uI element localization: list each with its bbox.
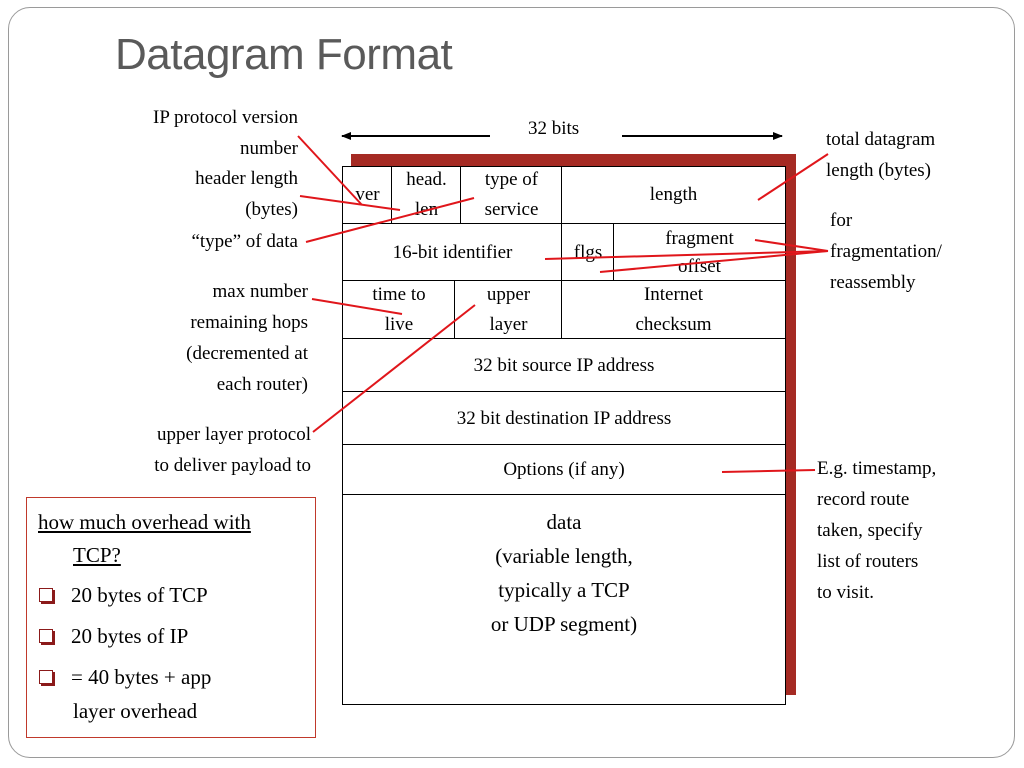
field-options: Options (if any) bbox=[342, 444, 786, 496]
field-data-line2: (variable length, bbox=[495, 544, 633, 568]
overhead-box: how much overhead with TCP? 20 bytes of … bbox=[26, 497, 316, 738]
field-checksum-line1: Internet bbox=[643, 284, 704, 305]
slide-title: Datagram Format bbox=[115, 30, 453, 79]
field-destination-ip: 32 bit destination IP address bbox=[342, 391, 786, 446]
annotation-options-note-line4: list of routers bbox=[817, 551, 919, 572]
annotation-ip-version-line2: number bbox=[239, 138, 298, 159]
field-source-ip-label: 32 bit source IP address bbox=[473, 354, 655, 376]
field-time-to-live: time to live bbox=[342, 280, 456, 340]
overhead-item-total-text: = 40 bytes + app bbox=[71, 665, 212, 689]
field-checksum: Internet checksum bbox=[561, 280, 786, 340]
field-upper-line2: layer bbox=[489, 314, 528, 335]
overhead-item-total-cont: layer overhead bbox=[73, 699, 198, 723]
annotation-ip-version-line1: IP protocol version bbox=[153, 107, 298, 128]
annotation-options-note-line1: E.g. timestamp, bbox=[817, 458, 937, 479]
annotation-max-hops-line2: remaining hops bbox=[190, 312, 308, 333]
field-data: data (variable length, typically a TCP o… bbox=[342, 494, 786, 705]
field-identifier-label: 16-bit identifier bbox=[392, 241, 513, 263]
annotation-header-length: header length (bytes) bbox=[195, 163, 298, 225]
annotation-max-hops-line3: (decremented at bbox=[186, 343, 308, 364]
annotation-options-note-line3: taken, specify bbox=[817, 520, 923, 541]
square-bullet-icon bbox=[39, 670, 53, 684]
field-header-length-line1: head. bbox=[406, 169, 447, 190]
overhead-item-tcp-text: 20 bytes of TCP bbox=[71, 583, 208, 607]
field-version-label: ver bbox=[355, 184, 380, 205]
field-checksum-line2: checksum bbox=[635, 314, 712, 335]
square-bullet-icon bbox=[39, 588, 53, 602]
annotation-total-length: total datagram length (bytes) bbox=[826, 124, 935, 186]
field-tos-line1: type of bbox=[484, 169, 539, 190]
annotation-options-note-line2: record route bbox=[817, 489, 910, 510]
bits-width-label: 32 bits bbox=[528, 118, 580, 139]
field-ttl-line1: time to bbox=[372, 284, 426, 305]
overhead-heading-line1: how much overhead with bbox=[38, 510, 251, 534]
field-version: ver bbox=[342, 166, 393, 224]
annotation-upper-protocol-line2: to deliver payload to bbox=[154, 455, 311, 476]
square-bullet-icon bbox=[39, 629, 53, 643]
field-data-line3: typically a TCP bbox=[498, 578, 630, 602]
annotation-max-hops-line4: each router) bbox=[216, 374, 308, 395]
field-flags-label: flgs bbox=[573, 241, 603, 263]
annotation-type-of-data-line1: “type” of data bbox=[191, 231, 298, 252]
annotation-header-length-line2: (bytes) bbox=[245, 199, 298, 220]
annotation-fragmentation-line3: reassembly bbox=[830, 272, 916, 293]
field-header-length-line2: len bbox=[414, 199, 439, 220]
annotation-upper-protocol: upper layer protocol to deliver payload … bbox=[154, 419, 311, 481]
overhead-item-total: = 40 bytes + app bbox=[39, 661, 211, 694]
field-type-of-service: type of service bbox=[460, 166, 563, 224]
annotation-total-length-line1: total datagram bbox=[826, 129, 936, 150]
annotation-options-note: E.g. timestamp, record route taken, spec… bbox=[817, 453, 936, 608]
annotation-max-hops-line1: max number bbox=[212, 281, 308, 302]
annotation-upper-protocol-line1: upper layer protocol bbox=[156, 424, 311, 445]
field-length-label: length bbox=[649, 184, 698, 205]
field-options-label: Options (if any) bbox=[503, 459, 625, 480]
field-data-line4: or UDP segment) bbox=[490, 612, 638, 636]
annotation-header-length-line1: header length bbox=[195, 168, 298, 189]
overhead-item-tcp: 20 bytes of TCP bbox=[39, 579, 208, 612]
field-dest-ip-label: 32 bit destination IP address bbox=[456, 407, 672, 429]
overhead-heading-line2: TCP? bbox=[73, 543, 121, 567]
annotation-max-hops: max number remaining hops (decremented a… bbox=[186, 276, 308, 400]
field-flags: flgs bbox=[561, 223, 615, 282]
field-source-ip: 32 bit source IP address bbox=[342, 338, 786, 393]
field-data-line1: data bbox=[546, 510, 582, 534]
annotation-total-length-line2: length (bytes) bbox=[826, 160, 932, 181]
field-header-length: head. len bbox=[391, 166, 462, 224]
annotation-fragmentation: for fragmentation/ reassembly bbox=[830, 205, 942, 298]
field-upper-layer: upper layer bbox=[454, 280, 563, 340]
field-frag-line2: offset bbox=[678, 255, 721, 277]
annotation-options-note-line5: to visit. bbox=[817, 582, 875, 603]
field-upper-line1: upper bbox=[486, 284, 531, 305]
annotation-type-of-data: “type” of data bbox=[191, 226, 298, 257]
overhead-item-ip-text: 20 bytes of IP bbox=[71, 624, 189, 648]
field-fragment-offset: fragment offset bbox=[613, 223, 786, 282]
field-length: length bbox=[561, 166, 786, 224]
annotation-fragmentation-line2: fragmentation/ bbox=[830, 241, 942, 262]
annotation-fragmentation-line1: for bbox=[830, 210, 853, 231]
overhead-item-ip: 20 bytes of IP bbox=[39, 620, 188, 653]
field-frag-line1: fragment bbox=[665, 227, 734, 249]
field-tos-line2: service bbox=[484, 199, 539, 220]
annotation-ip-version: IP protocol version number bbox=[153, 102, 298, 164]
field-ttl-line2: live bbox=[384, 314, 414, 335]
field-identifier: 16-bit identifier bbox=[342, 223, 563, 282]
